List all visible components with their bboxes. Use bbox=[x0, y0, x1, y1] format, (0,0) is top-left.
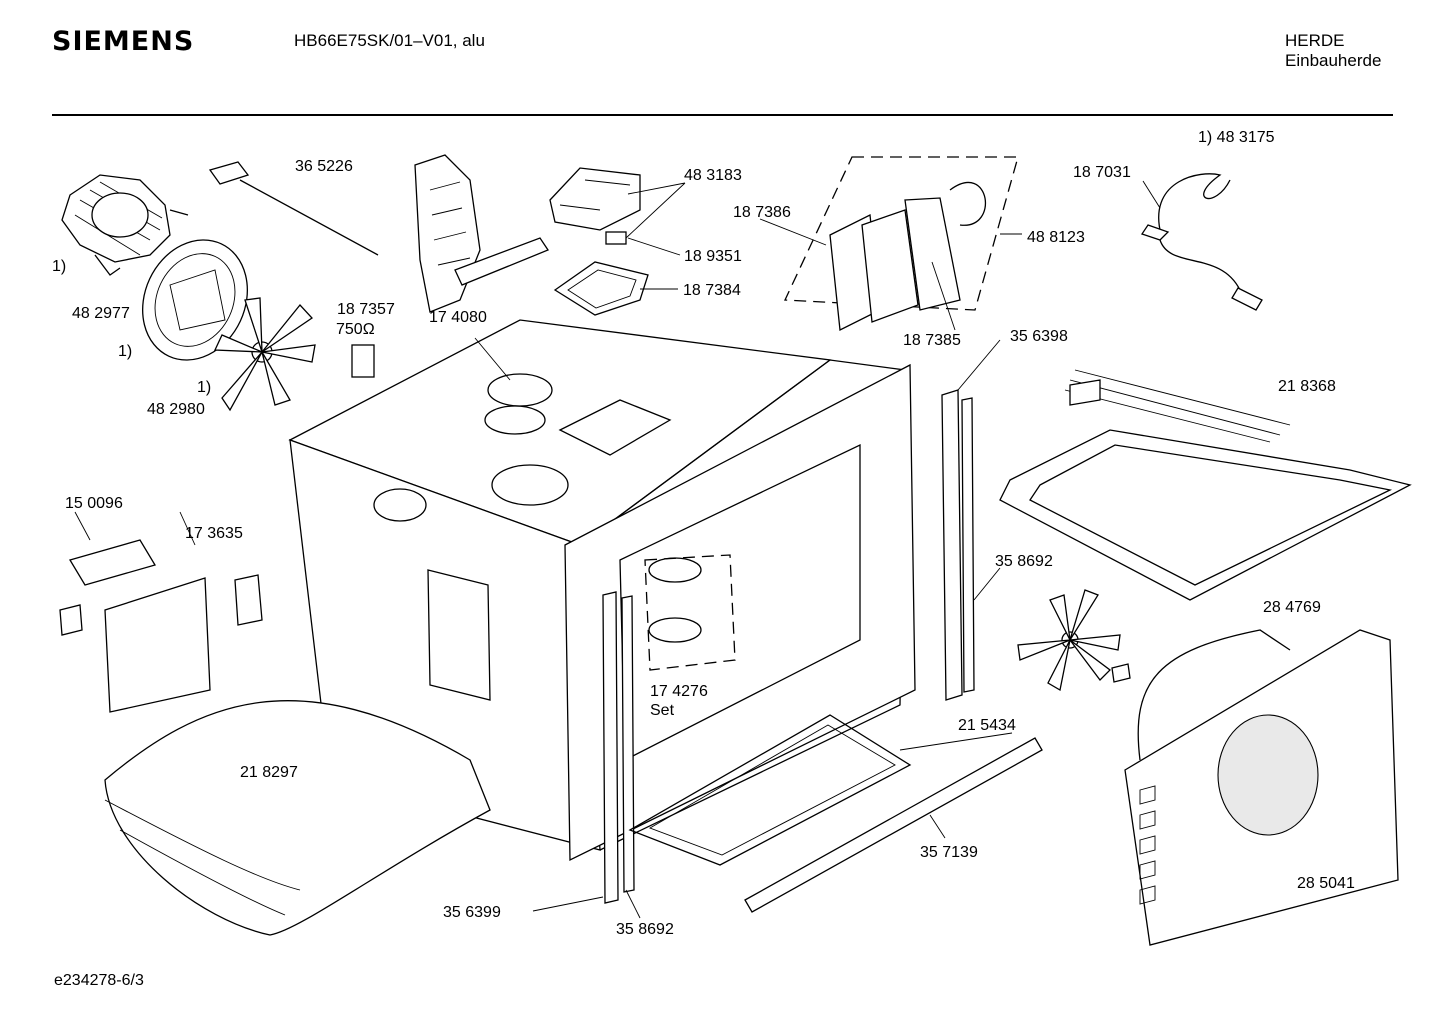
part-label: 35 6399 bbox=[443, 904, 501, 921]
part-label: 28 5041 bbox=[1297, 875, 1355, 892]
door-seal-drawing bbox=[628, 714, 912, 866]
part-label: 17 4080 bbox=[429, 309, 487, 326]
part-label: 18 7384 bbox=[683, 282, 741, 299]
fan-cover-drawing bbox=[142, 239, 248, 361]
part-label: 1) 48 3175 bbox=[1198, 129, 1275, 146]
rear-fan-wheel-drawing bbox=[1017, 589, 1131, 692]
fan-motor-drawing bbox=[61, 174, 189, 276]
part-label: 18 9351 bbox=[684, 248, 742, 265]
resistor-drawing bbox=[351, 344, 375, 378]
part-label: 18 7357 bbox=[337, 301, 395, 318]
footnote-marker: 1) bbox=[197, 379, 211, 396]
seal-frame-drawing bbox=[553, 261, 649, 316]
brand-logo: SIEMENS bbox=[52, 26, 195, 57]
document-id: e234278-6/3 bbox=[54, 972, 144, 989]
part-label: 35 8692 bbox=[995, 553, 1053, 570]
control-board-drawing bbox=[59, 539, 263, 713]
cooling-fan-box-drawing bbox=[549, 167, 641, 245]
insulation-mat-drawing bbox=[104, 700, 491, 936]
part-label: 21 5434 bbox=[958, 717, 1016, 734]
part-label: 48 8123 bbox=[1027, 229, 1085, 246]
fan-wheel-drawing bbox=[213, 297, 316, 412]
oven-cavity-drawing bbox=[288, 319, 916, 862]
heating-element-drawing bbox=[999, 369, 1412, 601]
header-divider bbox=[52, 114, 1393, 116]
part-label: 17 3635 bbox=[185, 525, 243, 542]
part-label: 35 8692 bbox=[616, 921, 674, 938]
footnote-marker: 1) bbox=[118, 343, 132, 360]
part-label: 36 5226 bbox=[295, 158, 353, 175]
part-label: 48 2977 bbox=[72, 305, 130, 322]
part-label: 48 3183 bbox=[684, 167, 742, 184]
part-label: 35 6398 bbox=[1010, 328, 1068, 345]
part-label: 17 4276 bbox=[650, 683, 708, 700]
part-label: 35 7139 bbox=[920, 844, 978, 861]
part-label: 15 0096 bbox=[65, 495, 123, 512]
part-label: 750Ω bbox=[336, 321, 375, 338]
part-label: 18 7031 bbox=[1073, 164, 1131, 181]
footnote-marker: 1) bbox=[52, 258, 66, 275]
part-label: 21 8368 bbox=[1278, 378, 1336, 395]
oven-lamp-group-drawing bbox=[784, 156, 1019, 332]
part-labels: 36 5226 48 3183 1) 48 3175 18 7031 18 73… bbox=[52, 129, 1355, 938]
model-number: HB66E75SK/01–V01, alu bbox=[294, 31, 485, 50]
part-label: 18 7386 bbox=[733, 204, 791, 221]
temperature-probe-drawing bbox=[208, 161, 379, 256]
part-label: Set bbox=[650, 702, 675, 719]
side-rails-right-drawing bbox=[941, 389, 975, 701]
bottom-rail-drawing bbox=[744, 737, 1043, 913]
door-contact-cable-drawing bbox=[1140, 173, 1263, 311]
subcategory-label: Einbauherde bbox=[1285, 51, 1382, 70]
part-label: 18 7385 bbox=[903, 332, 961, 349]
category-label: HERDE bbox=[1285, 31, 1345, 50]
part-label: 48 2980 bbox=[147, 401, 205, 418]
part-label: 21 8297 bbox=[240, 764, 298, 781]
side-rails-left-drawing bbox=[602, 591, 635, 904]
rear-cover-drawing bbox=[1124, 629, 1399, 946]
control-bracket-drawing bbox=[414, 154, 549, 313]
part-label: 28 4769 bbox=[1263, 599, 1321, 616]
leader-lines bbox=[74, 180, 1161, 919]
